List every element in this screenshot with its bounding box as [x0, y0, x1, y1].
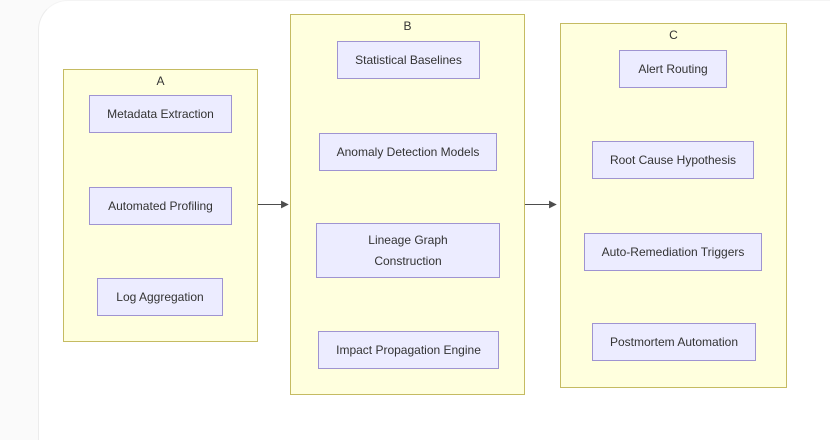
node-label: Log Aggregation: [116, 289, 204, 304]
node-label: Metadata Extraction: [107, 106, 214, 121]
node-auto-remediation-triggers[interactable]: Auto-Remediation Triggers: [584, 233, 762, 271]
node-label: Root Cause Hypothesis: [609, 152, 737, 167]
group-b-title: B: [403, 19, 412, 33]
node-anomaly-detection-models[interactable]: Anomaly Detection Models: [319, 133, 497, 171]
node-statistical-baselines[interactable]: Statistical Baselines: [337, 41, 480, 79]
node-label: Lineage Graph Construction: [368, 232, 448, 268]
node-alert-routing[interactable]: Alert Routing: [619, 50, 727, 88]
node-label: Anomaly Detection Models: [336, 144, 480, 159]
node-metadata-extraction[interactable]: Metadata Extraction: [89, 95, 232, 133]
group-c-title: C: [669, 28, 678, 42]
node-lineage-graph-construction[interactable]: Lineage Graph Construction: [316, 223, 500, 278]
node-label: Automated Profiling: [108, 198, 213, 213]
node-label: Auto-Remediation Triggers: [601, 244, 745, 259]
node-log-aggregation[interactable]: Log Aggregation: [97, 278, 223, 316]
node-label: Statistical Baselines: [355, 52, 462, 67]
node-label: Alert Routing: [638, 61, 708, 76]
node-label: Postmortem Automation: [609, 334, 739, 349]
node-root-cause-hypothesis[interactable]: Root Cause Hypothesis: [592, 141, 754, 179]
node-automated-profiling[interactable]: Automated Profiling: [89, 187, 232, 225]
group-a-title: A: [156, 74, 165, 88]
node-postmortem-automation[interactable]: Postmortem Automation: [592, 323, 756, 361]
node-impact-propagation-engine[interactable]: Impact Propagation Engine: [318, 331, 499, 369]
node-label: Impact Propagation Engine: [336, 342, 481, 357]
